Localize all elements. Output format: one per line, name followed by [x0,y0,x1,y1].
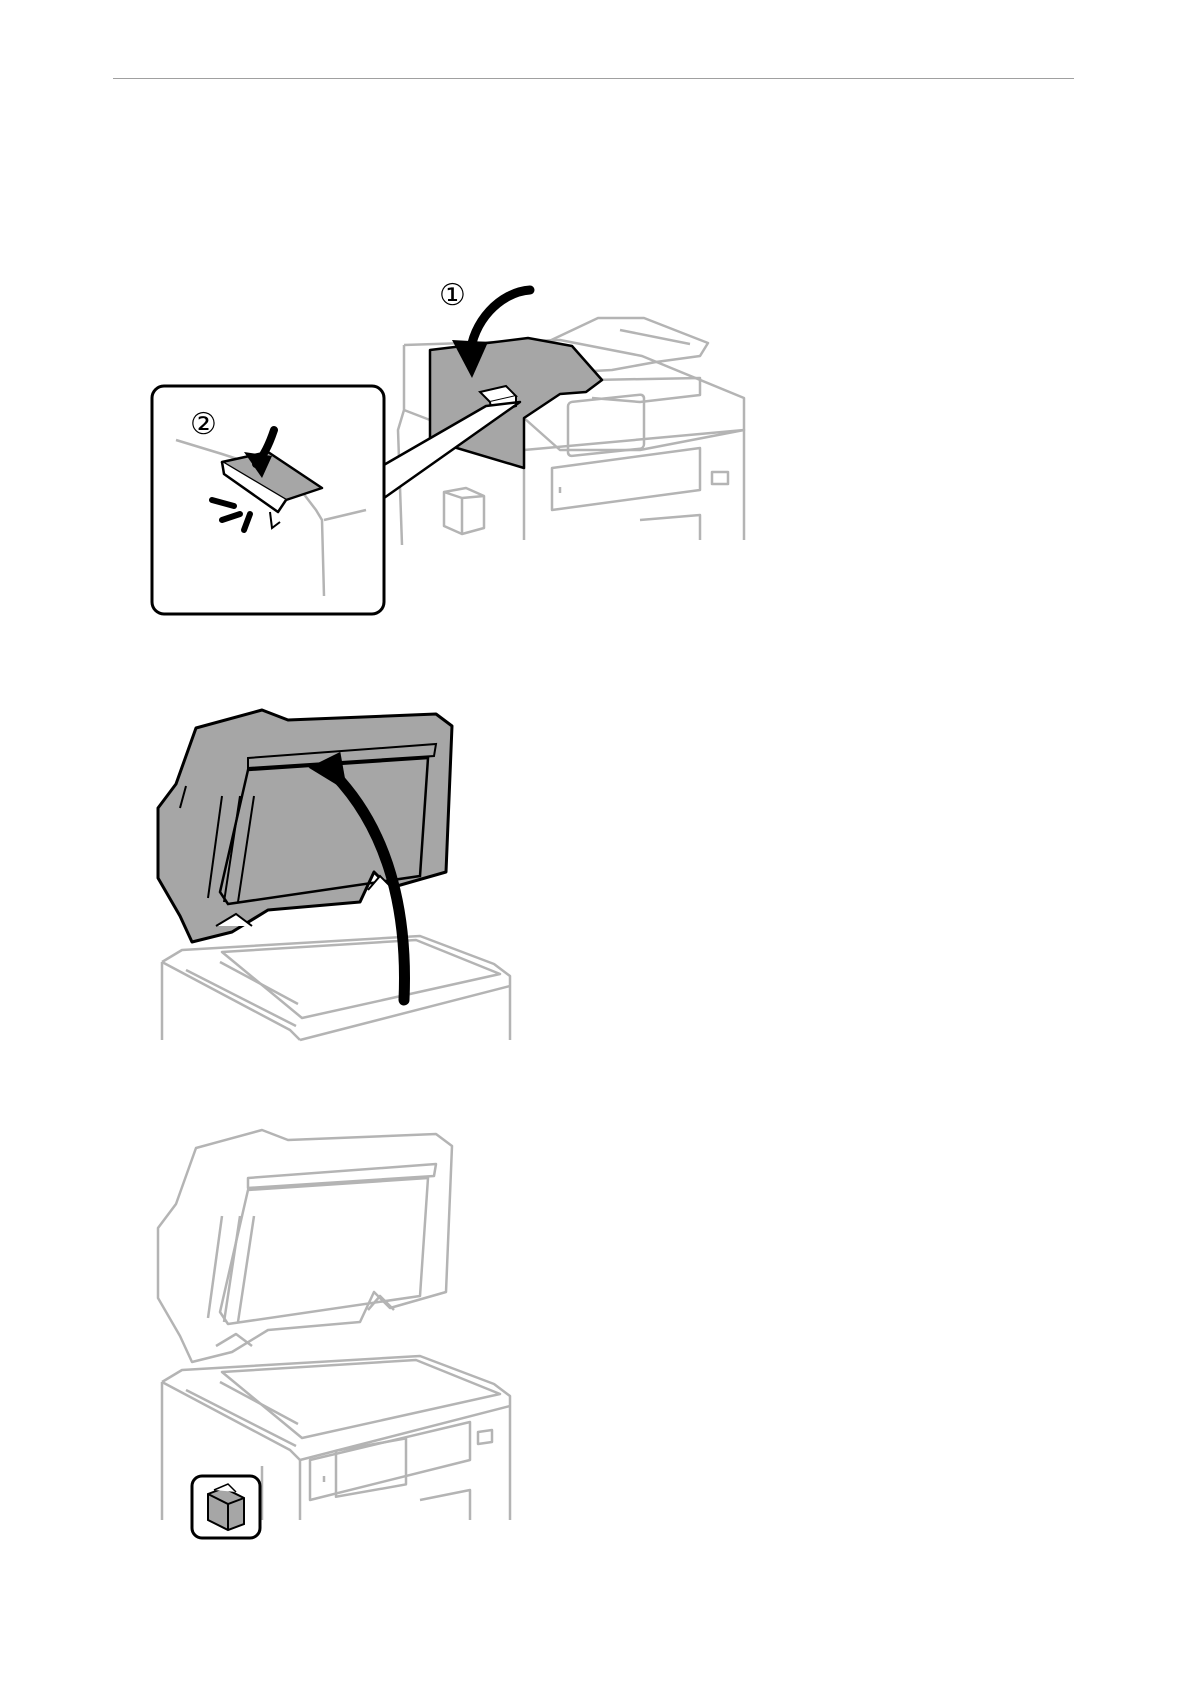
figure-close-adf-cover: ① ② [0,0,1190,640]
scanner-base-outline [162,936,510,1040]
step-label-2: ② [190,407,217,442]
printer-open-outline [158,1130,510,1520]
step-label-1: ① [439,278,466,313]
document-cover-highlight [158,710,452,942]
figure-open-document-cover [0,700,1190,1050]
figure-cleaning-cloth-holder [0,1120,1190,1540]
